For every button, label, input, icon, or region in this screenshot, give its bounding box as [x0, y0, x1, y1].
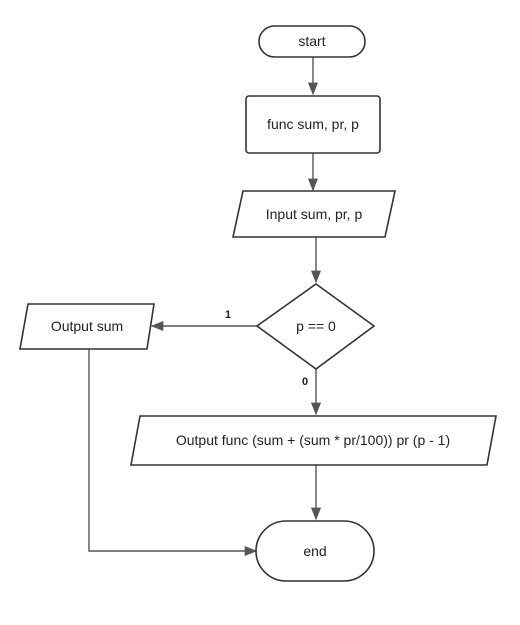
decision-diamond	[255, 283, 376, 370]
output-sum-parallelogram	[19, 303, 155, 350]
edge-output-sum-to-end	[88, 349, 258, 557]
edge-label-true: 1	[225, 309, 231, 321]
output-sum-label: Output sum	[51, 318, 123, 334]
func-declaration-box	[245, 95, 381, 154]
input-parallelogram	[232, 190, 396, 238]
output-recursive-parallelogram	[130, 415, 497, 466]
output-recursive-label: Output func (sum + (sum * pr/100)) pr (p…	[176, 432, 450, 448]
input-label: Input sum, pr, p	[266, 206, 363, 222]
start-terminator	[258, 25, 366, 58]
func-declaration-label: func sum, pr, p	[267, 116, 359, 132]
end-terminator	[255, 520, 375, 582]
edge-label-false: 0	[302, 376, 308, 388]
end-label: end	[303, 543, 326, 559]
start-label: start	[298, 33, 325, 49]
decision-label: p == 0	[296, 318, 336, 334]
